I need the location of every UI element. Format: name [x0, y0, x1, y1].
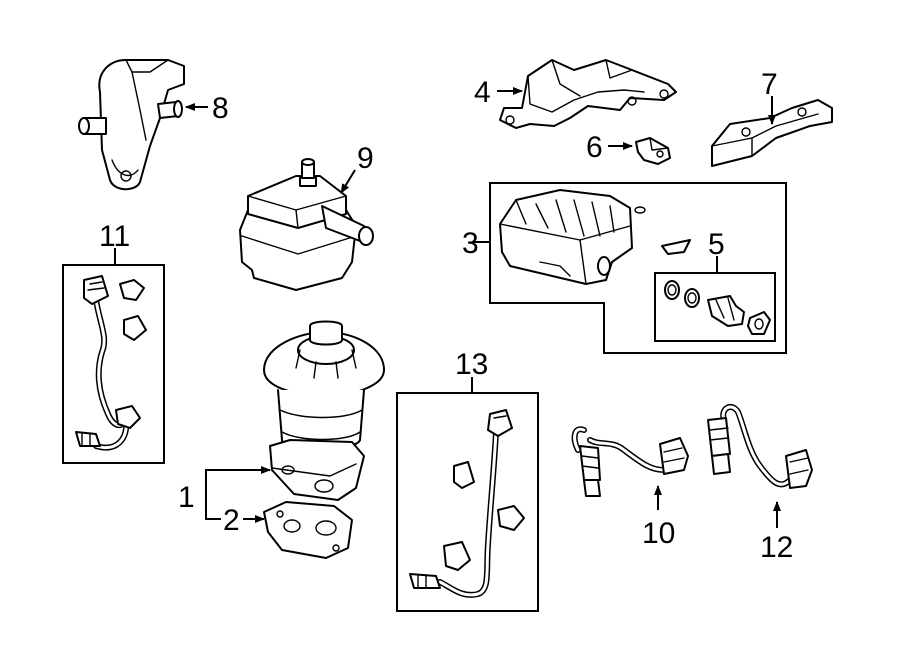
part-9-canister	[239, 158, 374, 291]
part-7-bracket	[711, 99, 833, 167]
part-2-gasket	[263, 501, 353, 559]
part-11-box	[62, 264, 165, 464]
callout-2: 2	[223, 504, 240, 537]
callout-5: 5	[708, 228, 725, 261]
callout-3: 3	[462, 227, 479, 260]
callout-12: 12	[760, 531, 793, 564]
part-8-sensor	[78, 59, 185, 191]
part-4-bracket	[499, 59, 677, 129]
part-12-o2-sensor	[707, 403, 813, 489]
callout-6: 6	[586, 131, 603, 164]
callout-13: 13	[455, 348, 488, 381]
callout-9: 9	[357, 142, 374, 175]
callout-11: 11	[99, 220, 130, 253]
part-6-sensor	[635, 137, 671, 165]
part-5-box	[654, 272, 776, 342]
part-3-box	[489, 182, 787, 354]
part-1-egr-valve	[263, 320, 385, 501]
callout-1: 1	[178, 481, 195, 514]
part-13-o2-sensor	[409, 409, 525, 598]
callout-4: 4	[474, 76, 491, 109]
part-10-o2-sensor	[571, 426, 689, 497]
part-3-canister	[499, 189, 691, 285]
part-5-seal-kit	[664, 280, 771, 335]
part-13-box	[396, 392, 539, 612]
callout-8: 8	[212, 92, 229, 125]
part-11-o2-sensor	[75, 275, 147, 451]
callout-10: 10	[642, 517, 675, 550]
callout-7: 7	[761, 68, 778, 101]
